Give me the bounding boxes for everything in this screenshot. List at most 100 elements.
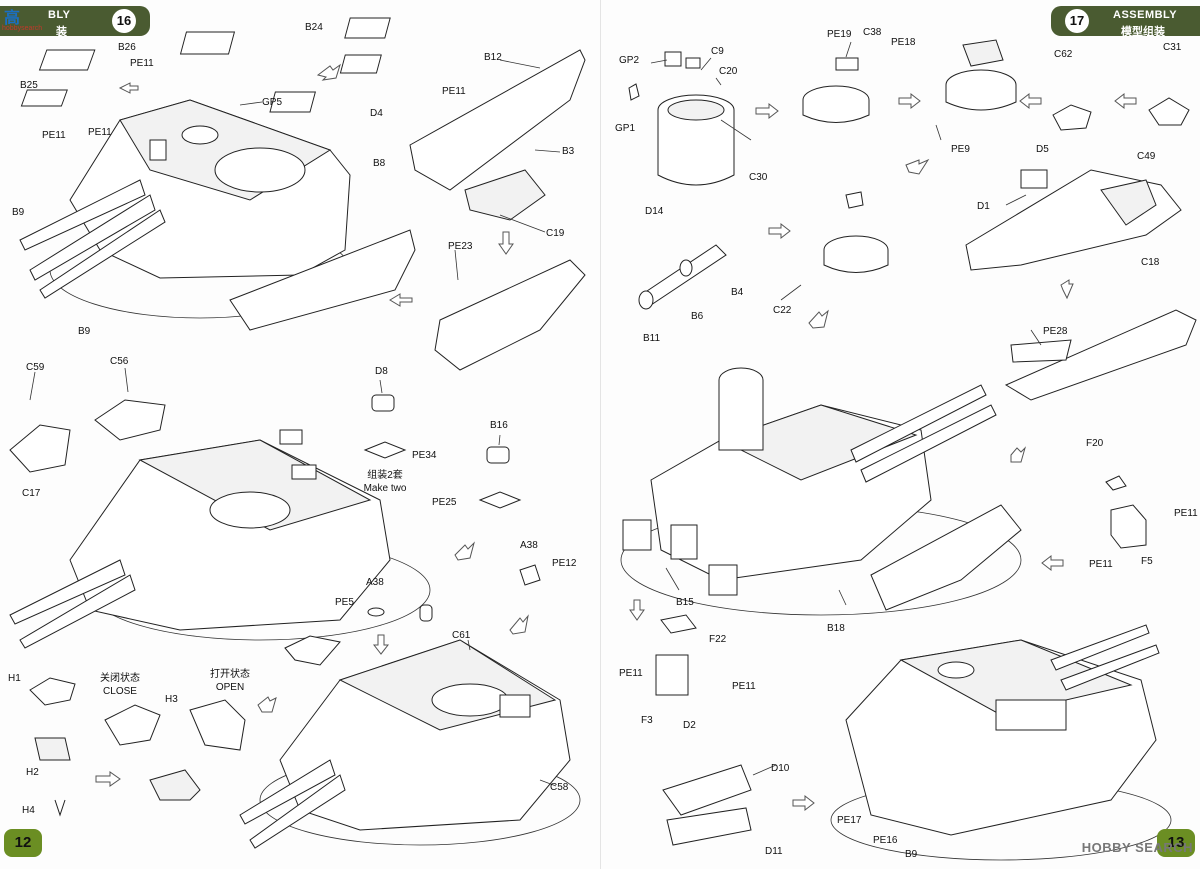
label-B11: B11	[643, 333, 661, 344]
box-f5	[1105, 475, 1147, 549]
label-F22: F22	[709, 634, 727, 645]
label-H1: H1	[8, 673, 21, 684]
label-PE11: PE11	[88, 127, 112, 138]
assembly-banner: 17 ASSEMBLY 模型组装	[1051, 6, 1200, 38]
launcher-tube-b11	[638, 244, 727, 310]
label-F5: F5	[1141, 556, 1153, 567]
note-make-two-en: Make two	[363, 483, 407, 494]
label-C38: C38	[863, 27, 882, 38]
note-close: 关闭状态 CLOSE	[90, 672, 150, 698]
label-D14: D14	[645, 206, 664, 217]
label-C9: C9	[711, 46, 724, 57]
label-C18: C18	[1141, 257, 1160, 268]
label-PE12: PE12	[552, 558, 577, 569]
assembly-arrows	[629, 92, 1137, 812]
label-B9: B9	[78, 326, 91, 337]
note-open-en: OPEN	[215, 682, 245, 693]
step-number: 16	[112, 9, 136, 33]
label-C31: C31	[1163, 42, 1182, 53]
step-number: 17	[1065, 9, 1089, 33]
label-PE11: PE11	[442, 86, 466, 97]
box-f3	[655, 614, 697, 696]
label-B12: B12	[484, 52, 502, 63]
label-C17: C17	[22, 488, 41, 499]
label-PE23: PE23	[448, 241, 473, 252]
label-GP5: GP5	[262, 97, 283, 108]
site-logo: 高	[4, 8, 21, 27]
leader-lines	[650, 41, 1042, 776]
label-PE11: PE11	[732, 681, 756, 692]
label-B3: B3	[562, 146, 575, 157]
label-PE28: PE28	[1043, 326, 1068, 337]
label-D2: D2	[683, 720, 696, 731]
label-H2: H2	[26, 767, 39, 778]
note-open-cn: 打开状态	[210, 669, 250, 680]
note-close-cn: 关闭状态	[100, 673, 140, 684]
label-C30: C30	[749, 172, 768, 183]
turret-final-drawing	[830, 624, 1172, 861]
turret-drawing-middle	[9, 429, 431, 649]
label-B15: B15	[676, 597, 694, 608]
label-C19: C19	[546, 228, 565, 239]
label-C20: C20	[719, 66, 738, 77]
banner-subtitle: 模型组装	[1121, 26, 1165, 38]
label-B26: B26	[118, 42, 136, 53]
label-D1: D1	[977, 201, 990, 212]
bin-d10-d11	[662, 764, 752, 846]
label-C49: C49	[1137, 151, 1156, 162]
label-H4: H4	[22, 805, 35, 816]
site-logo-text: hobbysearch	[2, 25, 43, 32]
label-C22: C22	[773, 305, 792, 316]
turret-drawing-bottom	[239, 564, 581, 849]
label-C59: C59	[26, 362, 45, 373]
page-number: 13	[1157, 829, 1195, 857]
banner-subtitle: 装	[56, 26, 67, 38]
instruction-page-left: BLY 装 16 高 hobbysearch	[0, 6, 586, 857]
label-B6: B6	[691, 311, 704, 322]
label-PE5: PE5	[335, 597, 354, 608]
label-B9: B9	[905, 849, 918, 860]
label-PE16: PE16	[873, 835, 898, 846]
hatch-c62-c49	[1052, 97, 1190, 131]
label-D4: D4	[370, 108, 383, 119]
label-C58: C58	[550, 782, 569, 793]
side-armor-d1	[965, 169, 1182, 271]
cupola-ring-complete	[945, 39, 1017, 111]
label-H3: H3	[165, 694, 178, 705]
periscopes-d8-b16	[363, 394, 522, 509]
label-B16: B16	[490, 420, 508, 431]
label-D11: D11	[765, 846, 783, 857]
label-PE11: PE11	[130, 58, 154, 69]
label-C62: C62	[1054, 49, 1073, 60]
side-armor-b3	[229, 49, 586, 371]
note-make-two-cn: 组装2套	[367, 470, 403, 481]
step-17-diagram	[620, 39, 1197, 861]
label-PE25: PE25	[432, 497, 457, 508]
armor-pe28	[1004, 309, 1197, 401]
label-A38: A38	[520, 540, 538, 551]
turret-main-drawing	[620, 367, 1022, 616]
label-B25: B25	[20, 80, 38, 91]
label-F3: F3	[641, 715, 653, 726]
label-B4: B4	[731, 287, 744, 298]
label-PE9: PE9	[951, 144, 970, 155]
label-B9: B9	[12, 207, 25, 218]
label-PE34: PE34	[412, 450, 437, 461]
hatch-c17-c56	[9, 399, 166, 473]
label-F20: F20	[1086, 438, 1104, 449]
label-B24: B24	[305, 22, 323, 33]
label-B18: B18	[827, 623, 845, 634]
label-PE11: PE11	[42, 130, 66, 141]
label-D5: D5	[1036, 144, 1049, 155]
label-PE11: PE11	[1089, 559, 1113, 570]
label-PE11: PE11	[1174, 508, 1198, 519]
assembly-arrows	[95, 63, 529, 787]
note-open: 打开状态 OPEN	[200, 668, 260, 694]
hatch-h-parts	[29, 677, 246, 817]
label-PE19: PE19	[827, 29, 852, 40]
page-number: 12	[4, 829, 42, 857]
watermark-hobbysearch: HOBBY SEARCH	[1081, 840, 1193, 855]
hatch-parts	[20, 17, 391, 113]
label-PE18: PE18	[891, 37, 916, 48]
instruction-page-right: 17 ASSEMBLY 模型组装	[600, 0, 1200, 869]
